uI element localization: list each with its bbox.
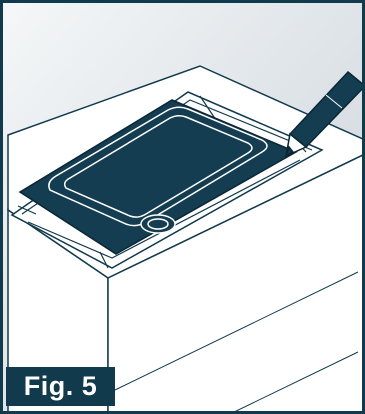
drain-hole	[140, 214, 176, 234]
countertop-front-face	[7, 208, 109, 414]
basin-outlines	[48, 106, 268, 227]
side-face-lines	[114, 271, 359, 414]
pencil-icon	[284, 70, 365, 158]
figure-label: Fig. 5	[6, 367, 115, 406]
